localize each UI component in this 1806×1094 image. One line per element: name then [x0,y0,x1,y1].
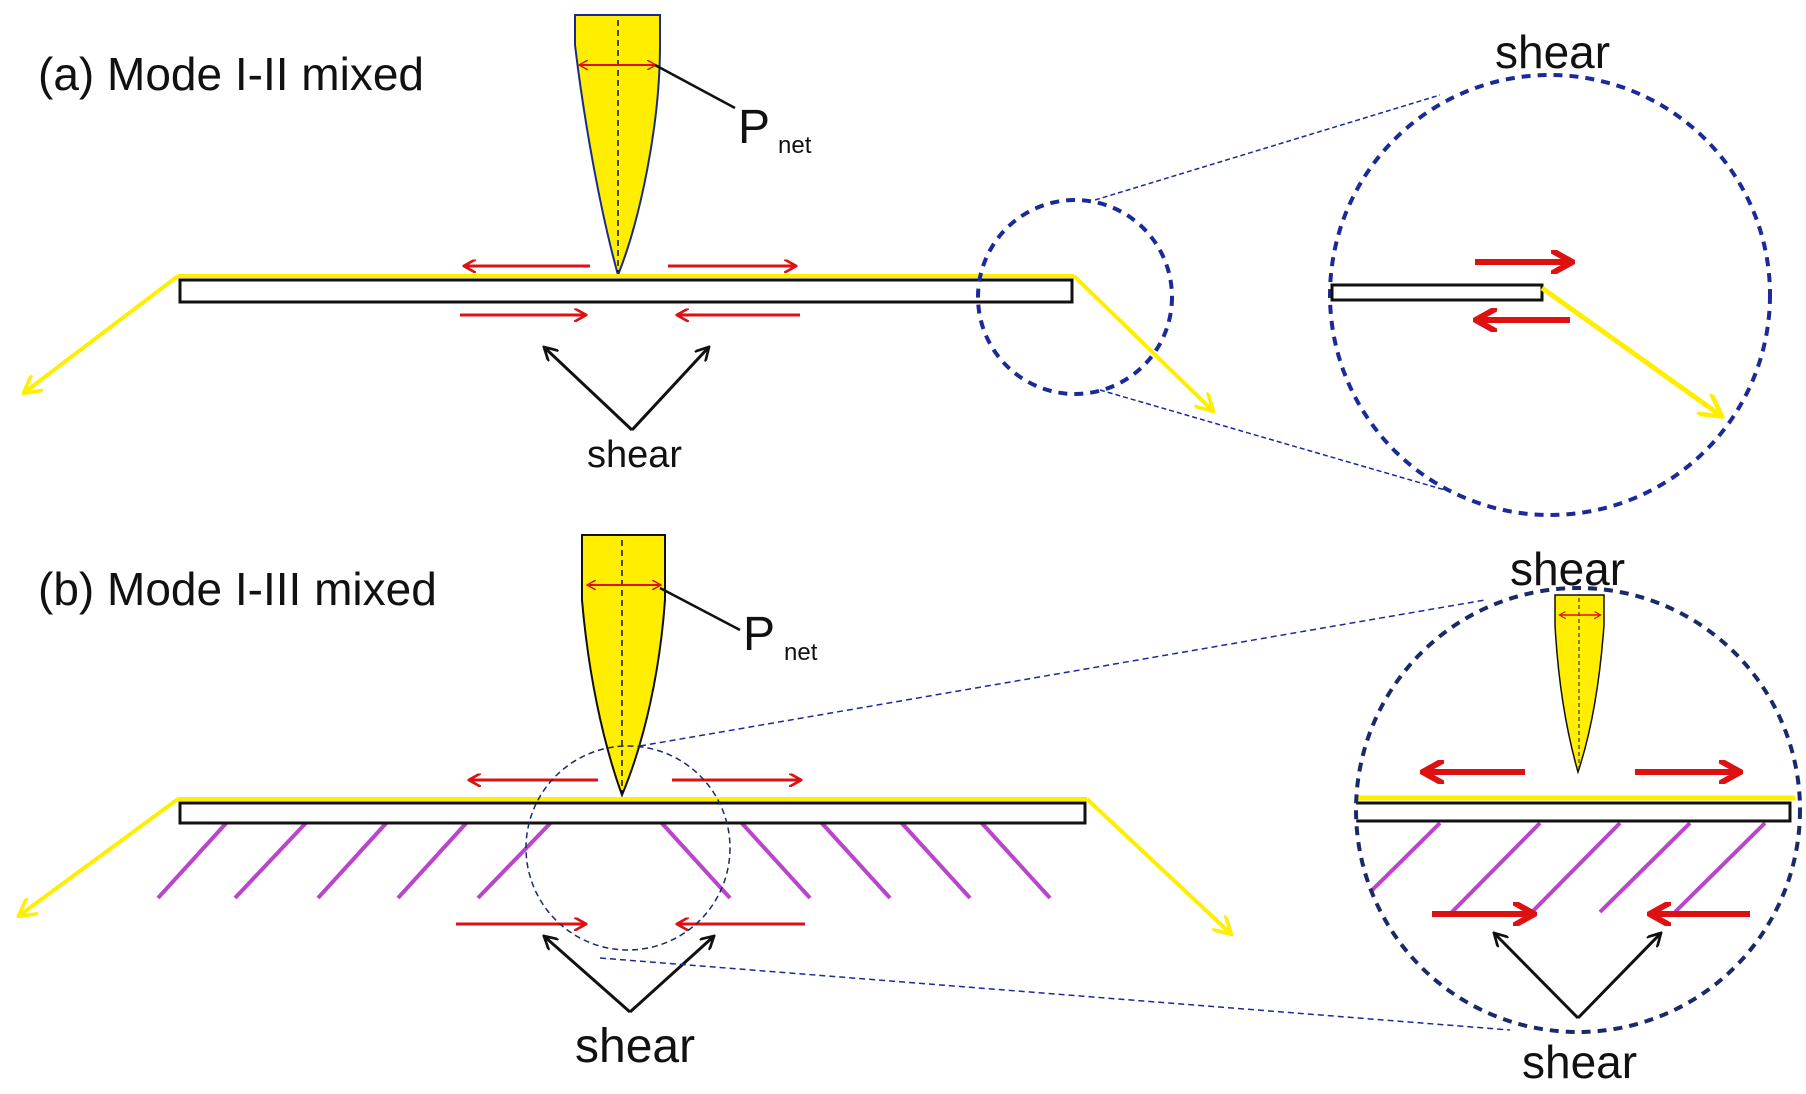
pnet-subscript-a: net [778,132,812,159]
zoom-detail-a [1328,73,1772,517]
shear-pointer-left-a [545,348,634,432]
zoom-shear-pointer-left-b [1495,934,1580,1020]
zoom-connector-bottom-b [599,957,1511,1031]
shear-pointer-right-a [630,348,708,432]
zoom-connector-top-a [1094,94,1441,201]
pnet-subscript-b: net [784,639,818,666]
pnet-symbol-b: P [743,608,775,661]
anchor-arrow-right-a [1072,274,1212,410]
pnet-pointer-a [654,63,736,110]
zoom-detail-b [1354,586,1802,1034]
anchor-arrow-left-b [20,797,180,915]
zoom-shear-label-a: shear [1495,26,1610,78]
panel-a-title: (a) Mode I-II mixed [38,48,424,100]
panel-a: (a) Mode I-II mixed P net shear [25,14,1772,517]
membrane-a [178,278,1074,304]
anchor-arrow-left-a [25,274,180,392]
shear-pointer-right-b [628,937,713,1014]
zoom-source-circle-b [525,745,731,951]
zoom-connector-bottom-a [1099,389,1446,491]
shear-pointer-left-b [545,937,631,1014]
afm-tip-b [581,534,666,798]
shear-label-b: shear [575,1020,695,1073]
panel-b: (b) Mode I-III mixed P net [20,534,1802,1088]
pnet-pointer-b [659,586,741,632]
zoom-anchor-arrow-a [1540,285,1720,415]
pnet-symbol-a: P [738,101,770,154]
zoom-membrane-a [1330,283,1544,302]
zoom-shear-pointer-right-b [1576,934,1660,1020]
shear-label-a: shear [587,434,682,476]
membrane-b [178,801,1087,825]
zoom-connector-top-b [639,599,1486,747]
afm-tip-a [574,14,661,279]
panel-b-title: (b) Mode I-III mixed [38,563,437,615]
zoom-bottom-label-b: shear [1522,1036,1637,1088]
zoom-source-circle-a [976,198,1174,396]
anchor-arrow-right-b [1085,797,1230,933]
zoom-top-label-b: shear [1510,543,1625,595]
